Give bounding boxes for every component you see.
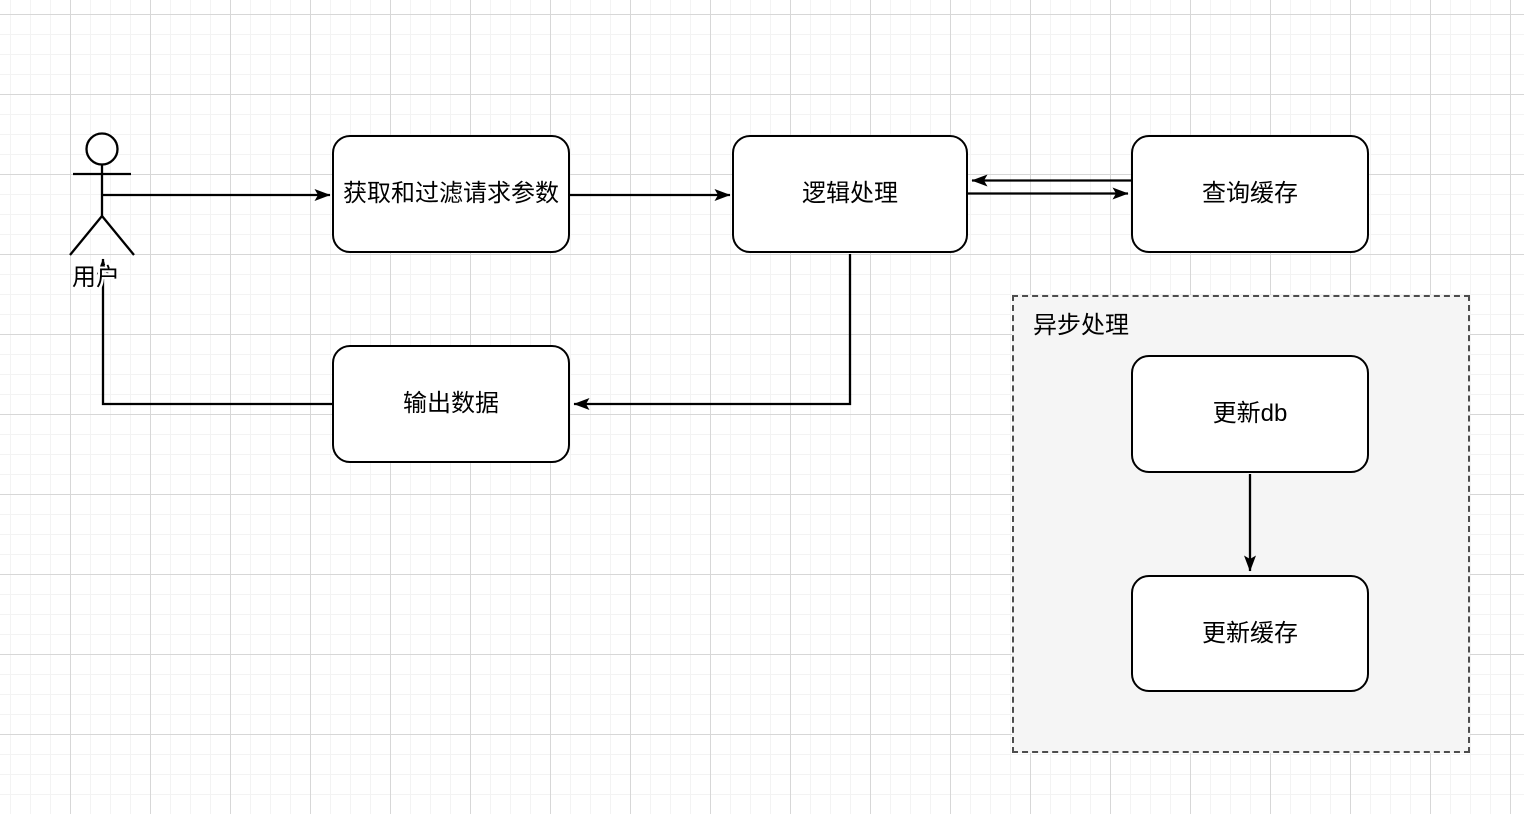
node-update-cache[interactable]: 更新缓存	[1131, 575, 1369, 692]
node-output-data[interactable]: 输出数据	[332, 345, 570, 463]
node-label: 更新缓存	[1202, 619, 1298, 647]
actor-user-figure[interactable]	[69, 132, 135, 256]
node-label: 输出数据	[403, 390, 499, 418]
actor-legs	[69, 215, 135, 256]
actor-user-label: 用户	[72, 264, 120, 291]
node-update-db[interactable]: 更新db	[1131, 355, 1369, 473]
actor-head	[85, 132, 119, 166]
node-label: 更新db	[1212, 400, 1288, 428]
edge-logic-to-output-data[interactable]	[573, 254, 852, 410]
node-label: 逻辑处理	[802, 180, 898, 208]
edge-output-data-to-user[interactable]	[97, 258, 332, 406]
node-query-cache[interactable]: 查询缓存	[1131, 135, 1369, 253]
node-logic-processing[interactable]: 逻辑处理	[732, 135, 968, 253]
node-label: 获取和过滤请求参数	[343, 180, 559, 208]
node-get-and-filter-request-params[interactable]: 获取和过滤请求参数	[332, 135, 570, 253]
group-async-processing-label: 异步处理	[1033, 312, 1129, 339]
node-label: 查询缓存	[1202, 180, 1298, 208]
